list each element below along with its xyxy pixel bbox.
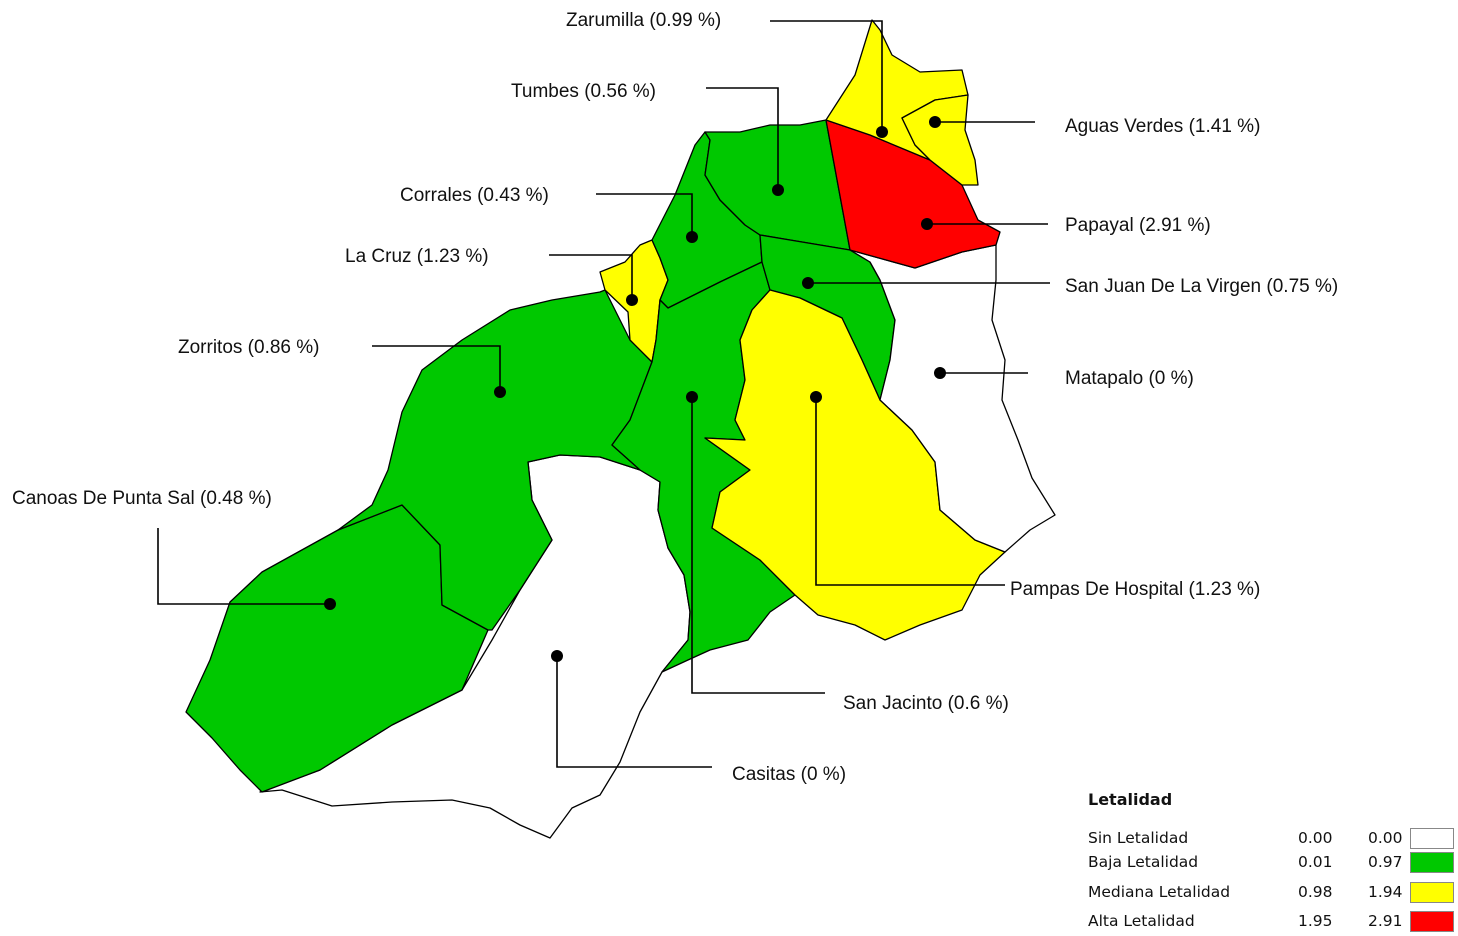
legend-row-label: Baja Letalidad xyxy=(1088,853,1199,871)
label-la-cruz: La Cruz (1.23 %) xyxy=(345,246,489,267)
leader-canoas xyxy=(157,528,330,605)
legend-swatch-sin xyxy=(1410,828,1454,849)
legend-title: Letalidad xyxy=(1088,790,1173,809)
legend-row-max: 0.00 xyxy=(1368,829,1403,847)
leader-casitas xyxy=(556,656,712,768)
legend-swatch-alta xyxy=(1410,911,1454,932)
marker-la-cruz xyxy=(626,294,638,306)
label-corrales: Corrales (0.43 %) xyxy=(400,185,549,206)
leader-zarumilla xyxy=(770,20,883,132)
label-tumbes: Tumbes (0.56 %) xyxy=(511,81,656,102)
leader-pampas xyxy=(815,397,1005,586)
leader-la-cruz xyxy=(549,254,633,300)
legend-row-label: Mediana Letalidad xyxy=(1088,883,1231,901)
marker-san-juan xyxy=(802,277,814,289)
label-san-jacinto: San Jacinto (0.6 %) xyxy=(843,693,1009,714)
legend-row-alta: Alta Letalidad 1.95 2.91 xyxy=(1088,911,1456,933)
legend-row-max: 0.97 xyxy=(1368,853,1403,871)
marker-zarumilla xyxy=(876,126,888,138)
legend-swatch-baja xyxy=(1410,852,1454,873)
marker-pampas xyxy=(810,391,822,403)
label-zorritos: Zorritos (0.86 %) xyxy=(178,337,319,358)
label-san-juan: San Juan De La Virgen (0.75 %) xyxy=(1065,276,1338,297)
label-matapalo: Matapalo (0 %) xyxy=(1065,368,1194,389)
marker-matapalo xyxy=(934,367,946,379)
marker-casitas xyxy=(551,650,563,662)
legend-row-sin: Sin Letalidad 0.00 0.00 xyxy=(1088,828,1456,850)
label-zarumilla: Zarumilla (0.99 %) xyxy=(566,10,721,31)
legend-swatch-mediana xyxy=(1410,882,1454,903)
label-casitas: Casitas (0 %) xyxy=(732,764,846,785)
legend-row-baja: Baja Letalidad 0.01 0.97 xyxy=(1088,852,1456,874)
marker-aguas-verdes xyxy=(929,116,941,128)
legend-row-min: 0.01 xyxy=(1298,853,1333,871)
marker-papayal xyxy=(921,218,933,230)
label-aguas-verdes: Aguas Verdes (1.41 %) xyxy=(1065,116,1260,137)
leader-san-jacinto xyxy=(691,397,825,694)
district-region-aguas-verdes[interactable] xyxy=(901,94,979,186)
legend: Letalidad Sin Letalidad 0.00 0.00 Baja L… xyxy=(1086,790,1458,936)
legend-row-max: 1.94 xyxy=(1368,883,1403,901)
legend-row-mediana: Mediana Letalidad 0.98 1.94 xyxy=(1088,882,1456,904)
leader-zorritos xyxy=(372,345,501,392)
leader-tumbes xyxy=(706,87,779,190)
legend-row-label: Alta Letalidad xyxy=(1088,912,1195,930)
legend-row-max: 2.91 xyxy=(1368,912,1403,930)
leader-corrales xyxy=(596,193,693,237)
marker-san-jacinto xyxy=(686,391,698,403)
legend-row-label: Sin Letalidad xyxy=(1088,829,1189,847)
label-canoas: Canoas De Punta Sal (0.48 %) xyxy=(12,488,272,509)
legend-row-min: 0.00 xyxy=(1298,829,1333,847)
label-papayal: Papayal (2.91 %) xyxy=(1065,215,1211,236)
legend-row-min: 0.98 xyxy=(1298,883,1333,901)
legend-row-min: 1.95 xyxy=(1298,912,1333,930)
district-region-matapalo[interactable] xyxy=(849,244,1056,553)
marker-corrales xyxy=(686,231,698,243)
marker-tumbes xyxy=(772,184,784,196)
marker-canoas xyxy=(324,598,336,610)
label-pampas: Pampas De Hospital (1.23 %) xyxy=(1010,579,1260,600)
marker-zorritos xyxy=(494,386,506,398)
